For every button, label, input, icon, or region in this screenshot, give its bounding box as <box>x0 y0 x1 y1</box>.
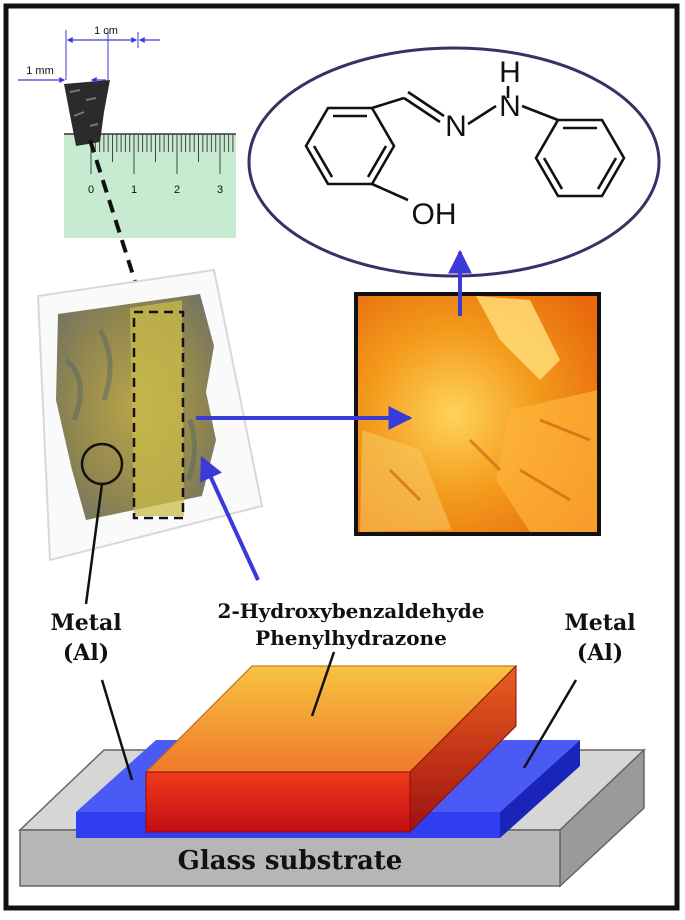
electrode-side <box>500 740 580 838</box>
glass-substrate-front <box>19 829 561 887</box>
atom-n1: N <box>445 110 467 143</box>
leader-metal-sample <box>84 483 104 605</box>
atom-n2: N <box>499 90 521 123</box>
metal-label-right-line1: Metal <box>564 610 636 636</box>
outer-frame <box>3 3 680 911</box>
ruler-tick-label-0: 0 <box>88 184 94 196</box>
selection-rectangle <box>132 310 185 520</box>
compound-label-line2: Phenylhydrazone <box>255 626 447 650</box>
ruler-tick-label-2: 2 <box>174 184 180 196</box>
substrate-label: Glass substrate <box>177 846 403 876</box>
leader-metal-left <box>100 679 134 781</box>
arrow-film-to-sample <box>200 455 260 581</box>
metal-label-right-line2: (Al) <box>576 640 624 666</box>
metal-label-right: Metal (Al) <box>540 608 660 668</box>
ruler-photo: 0 1 2 3 1 cm 1 mm <box>18 25 236 238</box>
atom-h: H <box>499 56 521 89</box>
molecule-structure: N N H OH <box>247 46 661 278</box>
micrograph <box>354 292 601 536</box>
crystal-specimen <box>64 80 110 146</box>
ruler-tick-label-1: 1 <box>131 184 137 196</box>
ruler-tick-label-3: 3 <box>217 184 223 196</box>
atom-oh: OH <box>412 198 457 231</box>
compound-label-line1: 2-Hydroxybenzaldehyde <box>217 599 485 623</box>
molecule-ellipse <box>247 46 661 278</box>
metal-label-left: Metal (Al) <box>26 608 146 668</box>
compound-label: 2-Hydroxybenzaldehyde Phenylhydrazone <box>196 598 506 652</box>
leader-metal-right <box>522 679 578 769</box>
metal-label-left-line2: (Al) <box>62 640 110 666</box>
micrograph-border <box>354 292 601 536</box>
dimension-label-1mm: 1 mm <box>26 65 54 77</box>
leader-compound <box>310 651 336 717</box>
device-schematic <box>18 664 646 888</box>
sample-photo <box>36 268 264 562</box>
film-front <box>145 771 411 833</box>
metal-label-left-line1: Metal <box>50 610 122 636</box>
dimension-label-1cm: 1 cm <box>94 25 118 37</box>
